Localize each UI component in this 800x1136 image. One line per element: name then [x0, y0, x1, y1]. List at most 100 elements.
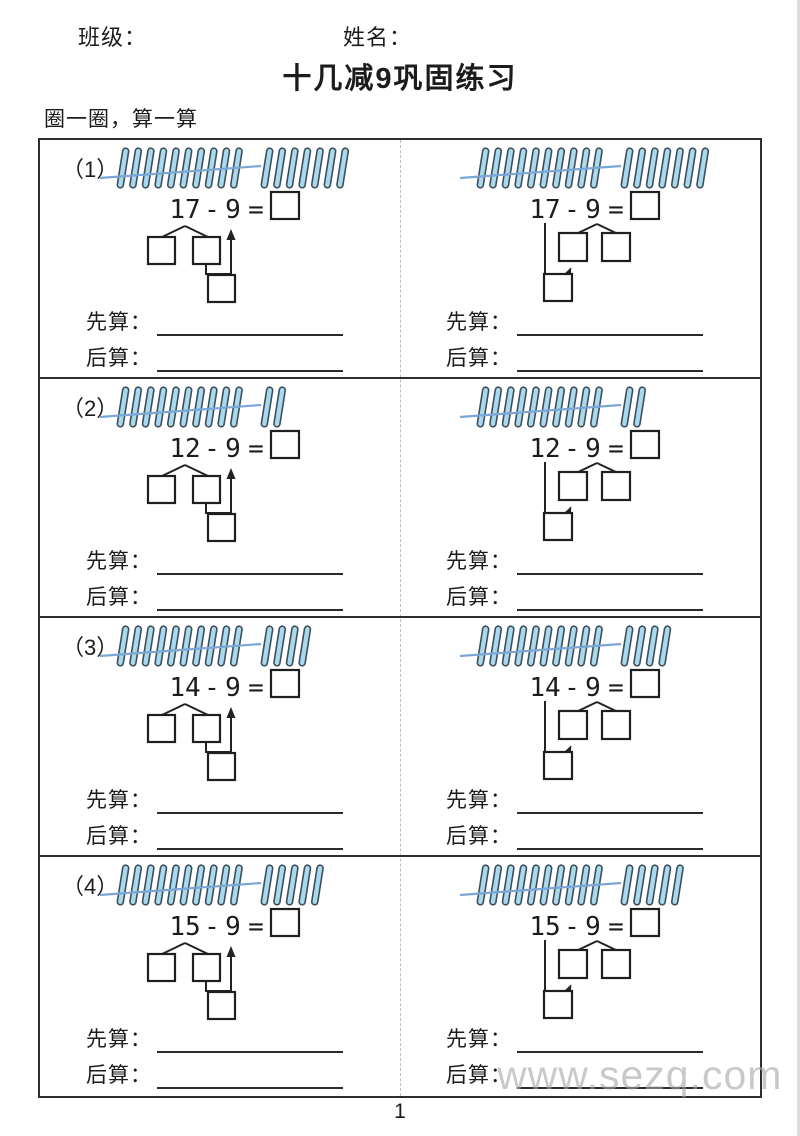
problem-1-right-cell: 17-9=先算：后算：: [400, 140, 760, 377]
operator-text: -: [564, 912, 580, 942]
first-calc-line-label: 先算：: [86, 550, 152, 573]
then-calc-line-label: 后算：: [86, 825, 152, 848]
part-box-1: [557, 709, 589, 741]
minuend-text: 12: [169, 434, 200, 464]
problem-row-2: （2）12-9=先算：后算：12-9=先算：后算：: [40, 379, 760, 618]
cross-out-line: [99, 403, 262, 419]
cross-out-line: [459, 642, 622, 658]
ones-sticks-group: [620, 386, 647, 428]
first-calc-line: 先算：: [86, 545, 343, 575]
ones-sticks-group: [260, 386, 287, 428]
result-box: [206, 990, 237, 1021]
subtrahend-text: 9: [225, 673, 241, 703]
answer-box: [629, 429, 661, 460]
subtrahend-text: 9: [585, 434, 601, 464]
first-calc-line: 先算：: [86, 306, 343, 336]
then-calc-line: 后算：: [446, 581, 703, 611]
operator-text: -: [204, 195, 220, 225]
then-calc-line-label: 后算：: [446, 825, 512, 848]
tens-sticks-bundle: [459, 386, 622, 428]
problems-table: （1）17-9=先算：后算：17-9=先算：后算：（2）12-9=先算：后算：1…: [38, 138, 762, 1098]
operator-text: -: [564, 434, 580, 464]
part-box-1: [146, 952, 177, 983]
problem-diagram-left: 15-9=: [99, 864, 324, 1021]
ones-sticks-group: [620, 147, 710, 189]
problem-diagram-left: 17-9=: [99, 147, 350, 304]
part-box-2: [191, 713, 222, 744]
first-calc-line: 先算：: [446, 1023, 703, 1053]
number-bond-line: [161, 464, 209, 477]
part-box-2: [191, 474, 222, 505]
part-box-2: [191, 235, 222, 266]
part-box-1: [146, 235, 177, 266]
subtrahend-text: 9: [225, 912, 241, 942]
answer-box: [269, 190, 301, 221]
part-box-2: [600, 470, 632, 502]
first-calc-line: 先算：: [446, 306, 703, 336]
minuend-text: 14: [169, 673, 200, 703]
part-box-2: [191, 952, 222, 983]
operator-text: -: [204, 912, 220, 942]
then-calc-line-label: 后算：: [446, 1064, 512, 1087]
answer-box: [269, 907, 301, 938]
answer-blank-line: [517, 1063, 703, 1089]
problem-4-left-cell: （4）15-9=先算：后算：: [40, 857, 400, 1096]
tens-sticks-bundle: [459, 625, 622, 667]
scan-edge-shadow: [797, 0, 800, 1136]
then-calc-line-label: 后算：: [446, 586, 512, 609]
then-calc-line: 后算：: [446, 1059, 703, 1089]
first-calc-line-label: 先算：: [446, 311, 512, 334]
equals-text: =: [248, 673, 264, 703]
result-box: [206, 273, 237, 304]
cross-out-line: [459, 164, 622, 180]
answer-blank-line: [157, 824, 343, 850]
subtrahend-text: 9: [225, 434, 241, 464]
first-calc-line-label: 先算：: [446, 789, 512, 812]
tens-sticks-bundle: [99, 147, 262, 189]
equals-text: =: [608, 912, 624, 942]
part-box-2: [600, 709, 632, 741]
operator-text: -: [204, 434, 220, 464]
cross-out-line: [99, 642, 262, 658]
cross-out-line: [99, 881, 262, 897]
ones-sticks-group: [620, 625, 672, 667]
minuend-text: 12: [529, 434, 560, 464]
answer-blank-line: [157, 585, 343, 611]
name-field-label: 姓名：: [343, 25, 413, 50]
ones-sticks-group: [260, 147, 350, 189]
minuend-text: 17: [529, 195, 560, 225]
answer-box: [629, 190, 661, 221]
problem-diagram-right: 14-9=: [459, 625, 672, 781]
then-calc-line: 后算：: [86, 581, 343, 611]
problem-row-3: （3）14-9=先算：后算：14-9=先算：后算：: [40, 618, 760, 857]
tens-sticks-bundle: [99, 864, 262, 906]
equals-text: =: [608, 195, 624, 225]
subtrahend-text: 9: [585, 673, 601, 703]
first-calc-line-label: 先算：: [86, 311, 152, 334]
subtrahend-text: 9: [225, 195, 241, 225]
class-field-label: 班级：: [78, 25, 148, 50]
first-calc-line-label: 先算：: [86, 789, 152, 812]
number-bond-line: [161, 225, 209, 238]
number-bond-line: [205, 264, 231, 275]
operator-text: -: [564, 195, 580, 225]
operator-text: -: [564, 673, 580, 703]
problem-2-right-cell: 12-9=先算：后算：: [400, 379, 760, 616]
then-calc-line-label: 后算：: [86, 586, 152, 609]
answer-box: [269, 668, 301, 699]
cross-out-line: [99, 164, 262, 180]
problem-2-left-cell: （2）12-9=先算：后算：: [40, 379, 400, 616]
result-box: [206, 512, 237, 543]
tens-sticks-bundle: [99, 625, 262, 667]
number-bond-line: [161, 942, 209, 955]
then-calc-line: 后算：: [86, 342, 343, 372]
equals-text: =: [608, 673, 624, 703]
answer-blank-line: [517, 824, 703, 850]
number-bond-line: [161, 703, 209, 716]
first-calc-line: 先算：: [86, 1023, 343, 1053]
then-calc-line: 后算：: [446, 342, 703, 372]
first-calc-line: 先算：: [446, 784, 703, 814]
part-box-1: [146, 713, 177, 744]
number-bond-line: [205, 981, 231, 992]
